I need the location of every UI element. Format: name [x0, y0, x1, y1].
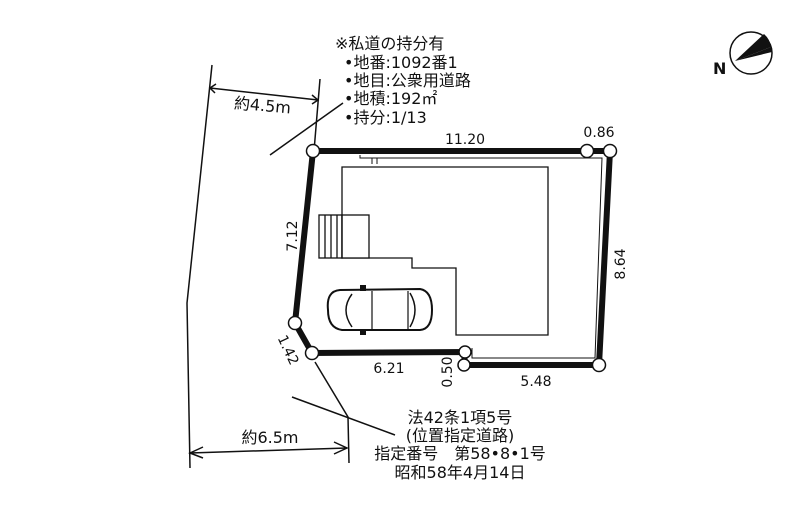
- note-leader-line: [269, 102, 344, 156]
- inner-boundary-line: [359, 155, 603, 359]
- road-width-north-arrow: [209, 87, 319, 101]
- note-line: •地番:1092番1: [344, 53, 458, 72]
- dim-right: 8.64: [613, 248, 629, 279]
- boundary-markers: [287, 143, 618, 373]
- designation-line: 指定番号 第58•8•1号: [374, 444, 546, 463]
- dim-top-right: 0.86: [583, 125, 614, 141]
- designation-line: 法42条1項5号: [408, 408, 513, 427]
- entrance-steps: [318, 214, 370, 259]
- designation-line: (位置指定道路): [406, 426, 515, 445]
- dim-top: 11.20: [445, 132, 485, 148]
- dim-step: 0.50: [440, 356, 456, 387]
- road-lines: [186, 64, 396, 469]
- note-title: ※私道の持分有: [335, 34, 444, 53]
- dim-bottom-right: 5.48: [520, 374, 551, 390]
- note-line: •持分:1/13: [344, 108, 427, 127]
- car-icon: [326, 285, 434, 335]
- north-compass-icon: N: [713, 31, 773, 78]
- dim-left: 7.12: [285, 220, 301, 251]
- designation-leader-line: [291, 396, 396, 436]
- road-width-south: 約6.5m: [241, 428, 298, 447]
- road-width-south-arrow: [189, 447, 348, 454]
- dim-bottom-left: 6.21: [373, 361, 404, 377]
- note-line: •地積:192㎡: [344, 89, 437, 108]
- private-road-note: ※私道の持分有 •地番:1092番1 •地目:公衆用道路 •地積:192㎡ •持…: [335, 34, 471, 127]
- compass-north-label: N: [713, 59, 726, 78]
- road-designation-note: 法42条1項5号 (位置指定道路) 指定番号 第58•8•1号 昭和58年4月1…: [374, 408, 546, 482]
- road-width-north: 約4.5m: [233, 94, 291, 118]
- note-line: •地目:公衆用道路: [344, 71, 471, 90]
- designation-line: 昭和58年4月14日: [395, 463, 526, 482]
- dim-corner: 1.42: [274, 333, 302, 368]
